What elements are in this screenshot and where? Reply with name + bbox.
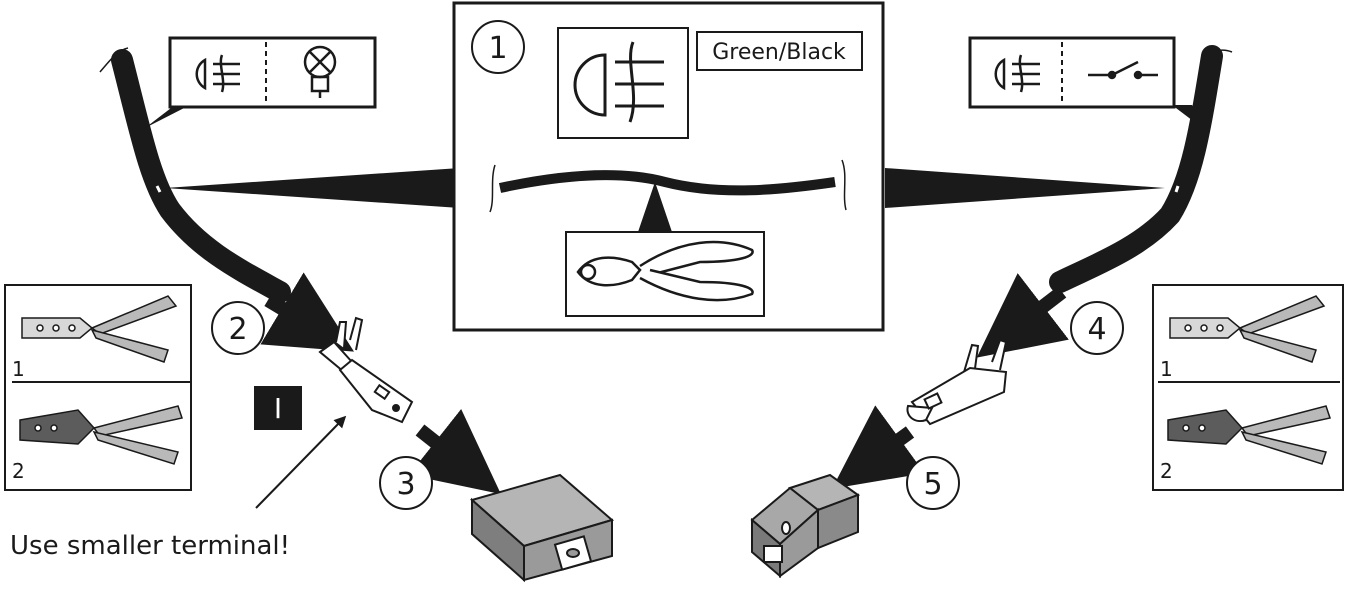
cut-wire	[498, 170, 836, 196]
spade-terminal-icon	[318, 316, 414, 424]
step-4-arrow	[976, 273, 1069, 358]
terminal-mark: I	[274, 392, 282, 425]
crimp-tool-icon	[19, 405, 183, 465]
tool-1-label: 1	[12, 357, 25, 381]
connector-housing-icon	[750, 473, 861, 579]
terminal-mark-badge	[254, 386, 302, 430]
crimp-tool-icon	[21, 295, 178, 363]
step-3-number: 3	[396, 467, 415, 502]
step-3-arrow	[409, 409, 501, 495]
right-wire-label	[968, 36, 1205, 130]
left-pointer	[165, 168, 460, 208]
tool-1-label: 1	[1160, 357, 1173, 381]
step-4-number: 4	[1087, 312, 1106, 347]
bulb-icon	[303, 45, 337, 98]
cut-pointer	[638, 182, 672, 232]
left-wire-label	[145, 36, 377, 128]
crimp-tool-icon	[1167, 405, 1331, 465]
receptacle-terminal-icon	[906, 338, 1008, 426]
step-5-number: 5	[923, 467, 942, 502]
left-wire	[99, 47, 291, 303]
fog-light-icon	[195, 54, 240, 93]
step-1-number: 1	[488, 31, 507, 66]
fog-light-icon	[573, 41, 664, 123]
fog-light-icon	[994, 54, 1040, 93]
smaller-terminal-note: Use smaller terminal!	[10, 531, 290, 561]
step-5-arrow	[832, 405, 925, 489]
switch-icon	[1088, 60, 1158, 80]
crimp-tool-icon	[1169, 295, 1326, 363]
right-wire	[1049, 45, 1233, 293]
step-2-arrow	[260, 272, 355, 352]
wire-color-label: Green/Black	[712, 40, 846, 65]
note-arrow	[255, 415, 347, 509]
connector-housing-icon	[469, 473, 615, 583]
wire-cutter-icon	[576, 240, 754, 302]
right-pointer	[885, 168, 1165, 208]
left-crimp-tool-panel: 1 2	[4, 284, 192, 491]
cut-wire-panel: 1 Green/Black	[452, 1, 885, 332]
tool-2-label: 2	[12, 459, 25, 483]
tool-2-label: 2	[1160, 459, 1173, 483]
right-crimp-tool-panel: 1 2	[1152, 284, 1344, 491]
step-2-number: 2	[228, 312, 247, 347]
